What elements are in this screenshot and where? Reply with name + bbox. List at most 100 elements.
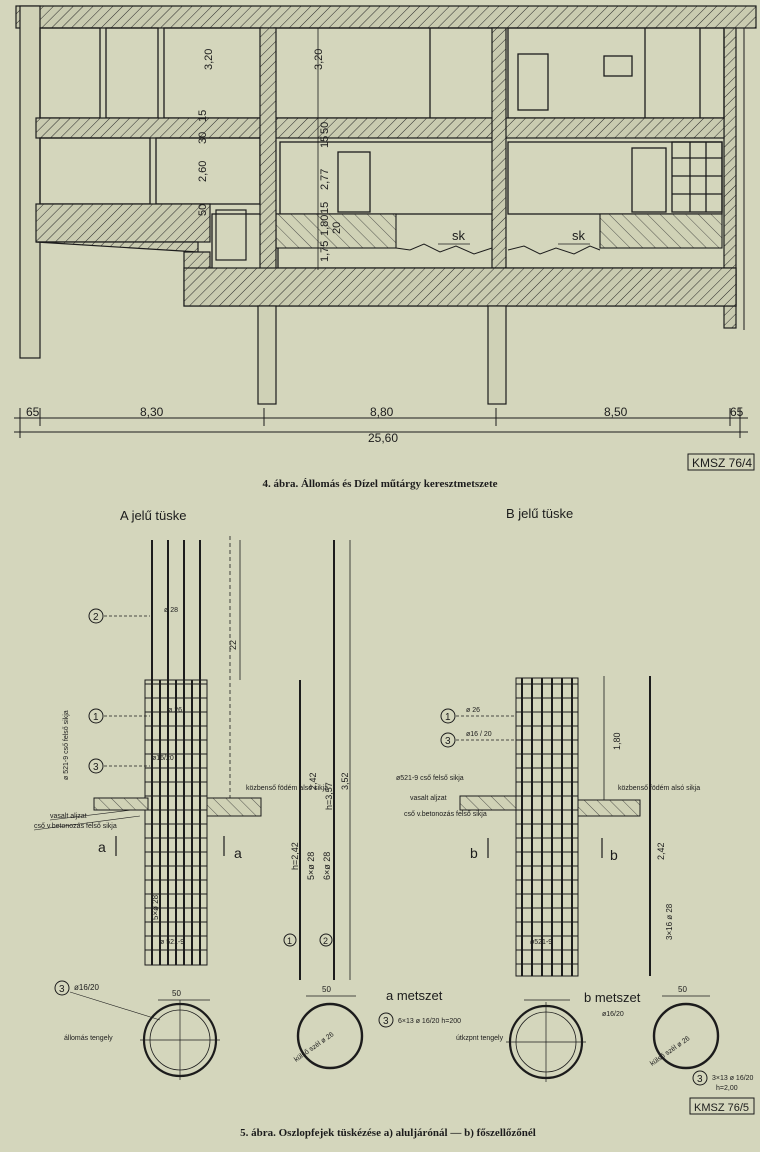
span-label: 65 [730, 405, 744, 419]
dim-label: 22 [228, 640, 238, 650]
mark-3: 3 [445, 736, 451, 747]
h-label: h=2,42 [290, 842, 300, 870]
sk-label-left: sk [452, 228, 466, 243]
dim-label: 3,52 [340, 772, 350, 790]
note: 6×13 ø 16/20 h=200 [398, 1018, 461, 1025]
phi-label: ø 26 [168, 707, 182, 714]
note: 3×13 ø 16/20 [712, 1075, 754, 1082]
drawing-code: KMSZ 76/4 [692, 456, 752, 470]
figure-caption: 4. ábra. Állomás és Dízel műtárgy keresz… [262, 478, 497, 490]
axis-note: állomás tengely [64, 1035, 113, 1042]
mark-3: 3 [59, 984, 65, 995]
note: cső v.betonozás felső sikja [34, 823, 117, 830]
dim-label: 2,42 [308, 772, 318, 790]
steel-label: 5×ø 28 [151, 894, 160, 920]
note: ø521-9 cső felső sikja [396, 775, 464, 782]
drawing-code: KMSZ 76/5 [694, 1102, 749, 1114]
h-label: h=3,57 [324, 782, 334, 810]
roof-slab [15, 5, 757, 29]
section-a-title: a metszet [386, 988, 443, 1003]
column-right [491, 27, 507, 279]
dim-label: 1,80 [319, 215, 331, 236]
dim-label: 50 [322, 985, 331, 994]
pipe-label: ø521-9 [530, 939, 552, 946]
span-label: 8,80 [370, 405, 394, 419]
pile-right [487, 305, 507, 405]
figure-caption: 5. ábra. Oszlopfejek tüskézése a) aluljá… [240, 1127, 536, 1139]
dim-label: 30 [197, 132, 209, 144]
dim-label: 3,20 [203, 49, 215, 70]
section-circles [140, 995, 720, 1082]
mark-1: 1 [93, 712, 99, 723]
dim-label: 2,60 [197, 161, 209, 182]
steel-label: 5×ø 28 [306, 852, 316, 880]
dim-label: 15 [197, 110, 209, 122]
figure-5: A jelű tüske B jelű tüske 22 5×ø 28 [33, 506, 755, 1139]
section-mark-b: b [610, 847, 618, 863]
phi-label: ø 26 [466, 707, 480, 714]
phi-label: ø16/20 [74, 983, 99, 992]
mark-1-round: 1 [287, 936, 292, 946]
dim-label: 1,80 [612, 732, 622, 750]
dim-label: 15 [319, 202, 331, 214]
mark-2-round: 2 [323, 936, 328, 946]
dimension-chain: 65 8,30 8,80 8,50 65 25,60 [14, 405, 748, 445]
dim-label: 50 [678, 985, 687, 994]
section-b-title: b metszet [584, 990, 641, 1005]
mark-2: 2 [93, 612, 99, 623]
dim-label: 2,77 [319, 169, 331, 190]
pile-left [257, 305, 277, 405]
dim-label: 20 [331, 222, 343, 234]
phi-label: ø16 / 20 [466, 731, 492, 738]
phi-label: ø16/20 [602, 1011, 624, 1018]
dim-label: 15 [319, 136, 331, 148]
code-box [687, 453, 755, 471]
span-label: 8,30 [140, 405, 164, 419]
note: cső v.betonozás felső sikja [404, 811, 487, 818]
mark-3: 3 [697, 1074, 703, 1085]
note: h=2,00 [716, 1085, 738, 1092]
mark-3: 3 [383, 1016, 389, 1027]
dim-label: 1,75 [319, 241, 331, 262]
steel-label: 6×ø 28 [322, 852, 332, 880]
upper-chambers [39, 27, 725, 119]
span-label: 65 [26, 405, 40, 419]
figure-4-section: 3,20 3,20 15 30 2,60 50 50 15 2,77 15 1,… [14, 5, 757, 490]
total-label: 25,60 [368, 431, 398, 445]
dim-label: 50 [319, 122, 331, 134]
note: vasalt aljzat [50, 813, 87, 820]
span-label: 8,50 [604, 405, 628, 419]
pipe-note: ø 521-9 cső felső sikja [63, 710, 70, 780]
phi-label: ø 28 [164, 607, 178, 614]
phi-label: ø16/20 [152, 755, 174, 762]
note: közbenső födém alsó sikja [246, 785, 328, 792]
mark-1: 1 [445, 712, 451, 723]
code-box [689, 1097, 755, 1115]
column-a-rebar [144, 540, 208, 966]
title-a: A jelű tüske [120, 508, 187, 523]
mid-slab [35, 117, 725, 139]
left-lower-slab [35, 203, 211, 243]
dim-label: 50 [197, 204, 209, 216]
note: közbenső födém alsó sikja [618, 785, 700, 792]
title-b: B jelű tüske [506, 506, 573, 521]
sk-label-right: sk [572, 228, 586, 243]
steel-label: 3×16 ø 28 [665, 903, 674, 940]
pipe-label: ø 521-9 [160, 939, 184, 946]
section-mark-a: a [234, 845, 242, 861]
middle-chambers [39, 137, 723, 215]
left-wall [19, 5, 41, 359]
right-wall [723, 27, 737, 329]
column-left [259, 27, 277, 279]
mark-3: 3 [93, 762, 99, 773]
note: vasalt aljzat [410, 795, 447, 802]
axis-note: útkzpnt tengely [456, 1035, 504, 1042]
section-mark-b: b [470, 845, 478, 861]
section-mark-a: a [98, 839, 106, 855]
dim-label: 50 [172, 989, 181, 998]
dim-label: 2,42 [656, 842, 666, 860]
dim-label: 3,20 [313, 49, 325, 70]
column-b-rebar [515, 677, 579, 977]
